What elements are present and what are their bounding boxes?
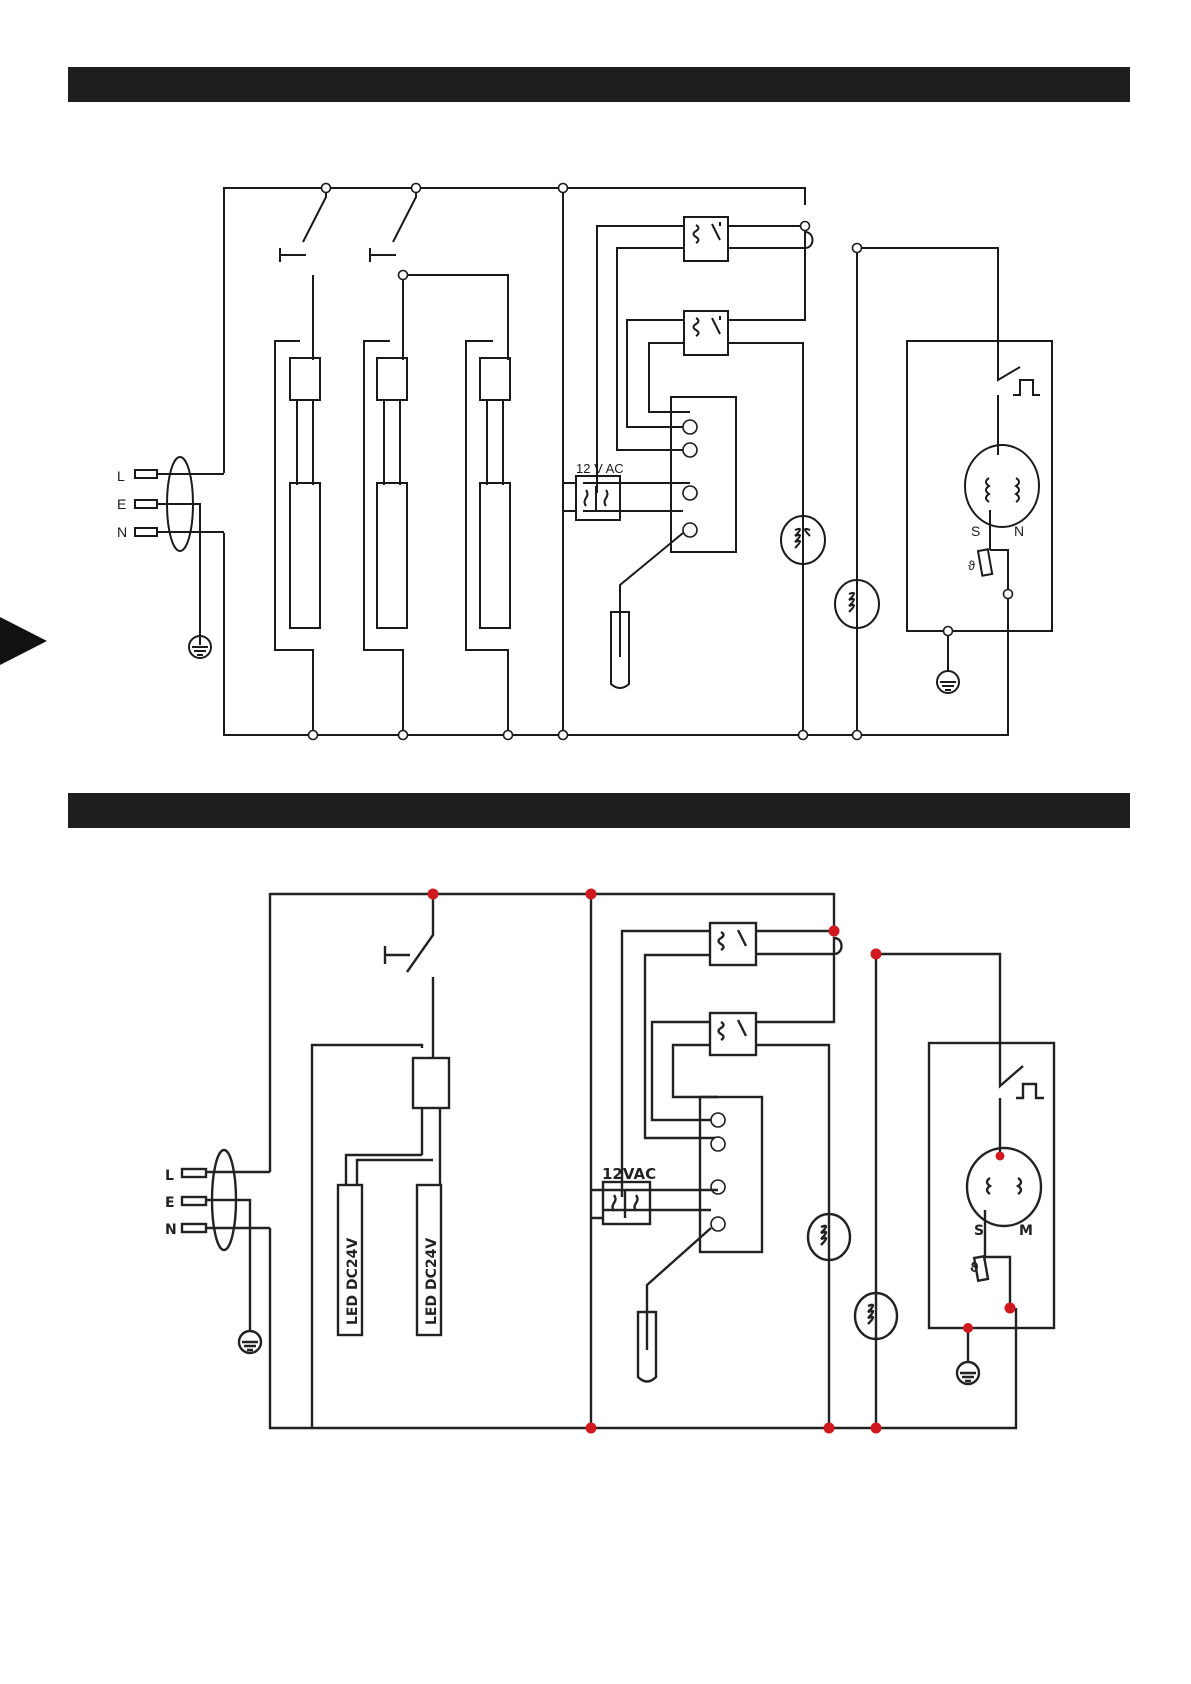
terminal-label-E-bottom: E (165, 1195, 175, 1211)
mains-plug-bottom: L E N (165, 1150, 270, 1332)
transformer-label-top: 12 V AC (576, 461, 624, 476)
compressor-unit-top: S N ϑ (857, 248, 1052, 672)
led-label-1: LED DC24V (345, 1238, 361, 1325)
thermostat-controller-top (583, 397, 736, 688)
transformer-bottom: 12VAC (591, 1165, 656, 1224)
wiring-diagram-bottom: L E N LED DC24V LED DC24V (165, 889, 1054, 1434)
relay-1-bottom (710, 923, 756, 965)
led-strip-2: LED DC24V (417, 1185, 441, 1335)
ground-symbol-bottom-right (957, 1362, 979, 1384)
thermostat-controller-bottom (603, 1097, 762, 1382)
terminal-label-E: E (117, 496, 126, 512)
transformer-label-bottom: 12VAC (602, 1165, 656, 1183)
ground-symbol-top-right (937, 671, 959, 693)
lamp-unit-1 (275, 341, 320, 735)
compressor-unit-bottom: S M ϑ (876, 954, 1054, 1363)
lamp-unit-3 (466, 341, 510, 735)
relay-1 (684, 217, 728, 261)
door-switch-2 (370, 188, 508, 360)
lamp-unit-2 (364, 341, 407, 735)
door-switch-bottom (385, 894, 433, 1058)
door-switch-1 (280, 188, 326, 360)
relay-2-bottom (710, 1013, 756, 1055)
terminal-label-L-bottom: L (165, 1168, 174, 1184)
terminal-label-N: N (117, 524, 127, 540)
ptc-theta-symbol-top: ϑ (968, 558, 976, 573)
ptc-theta-symbol-bottom: ϑ (970, 1261, 979, 1276)
led-label-2: LED DC24V (424, 1238, 440, 1325)
ground-symbol-bottom-left (239, 1331, 261, 1353)
terminal-label-L: L (117, 468, 125, 484)
relay-2 (684, 311, 728, 355)
motor-label-start-top: S (971, 523, 980, 539)
mains-plug-top: L E N (117, 457, 224, 637)
motor-label-m-bottom: M (1019, 1223, 1033, 1239)
terminal-label-N-bottom: N (165, 1222, 177, 1238)
motor-label-n-top: N (1014, 523, 1024, 539)
junction-dots-bottom (428, 889, 1016, 1434)
ground-symbol-top-left (189, 636, 211, 658)
motor-label-start-bottom: S (974, 1223, 984, 1239)
led-driver-bottom (312, 1045, 449, 1428)
led-strip-1: LED DC24V (338, 1185, 362, 1335)
wiring-diagram-top: L E N (117, 184, 1052, 740)
